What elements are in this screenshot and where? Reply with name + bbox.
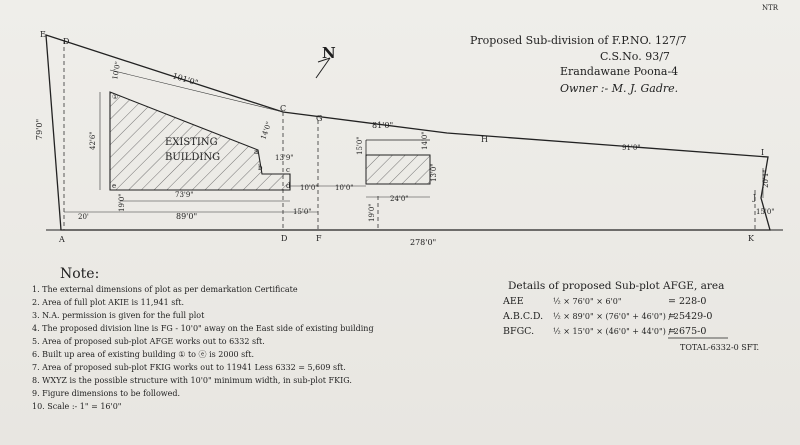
dim-top-b: 101'0" [171, 71, 199, 87]
marker-c: c [286, 166, 290, 174]
dim-plot-w: 24'0" [390, 195, 409, 203]
notes-title: Note: [60, 266, 99, 282]
building-label-1: EXISTING [165, 137, 218, 148]
title-line1: Proposed Sub-division of F.P.NO. 127/7 [470, 34, 687, 47]
note-item: 2. Area of full plot AKIE is 11,941 sft. [32, 298, 184, 307]
details-row-value: = 5429-0 [668, 311, 712, 322]
point-H: H [481, 135, 488, 144]
dim-plot-v: 19'0" [368, 203, 376, 222]
dim-19: 19'0" [118, 193, 126, 212]
marker-1: ① [112, 93, 118, 101]
dim-plot-h3: 13'0" [430, 163, 438, 182]
note-item: 3. N.A. permission is given for the full… [32, 311, 205, 320]
notes-list: 1. The external dimensions of plot as pe… [32, 285, 374, 411]
point-D-bottom: D [281, 234, 287, 243]
point-E: E [40, 30, 46, 39]
existing-building [109, 91, 291, 191]
details-total: TOTAL-6332-0 SFT. [680, 343, 759, 352]
note-item: 6. Built up area of existing building ① … [32, 350, 254, 359]
dim-bldg-bottom: 73'9" [175, 191, 194, 199]
dim-bldg-side: 14'0" [259, 121, 273, 141]
point-I: I [761, 148, 764, 157]
dim-plot-h1: 15'0" [356, 136, 364, 155]
dimension-lines [64, 69, 764, 213]
note-item: 9. Figure dimensions to be followed. [32, 389, 180, 398]
details-row-formula: ½ × 76'0" × 6'0" [553, 297, 622, 306]
dim-right-v: 20'1" [762, 169, 770, 188]
point-J: J [752, 193, 756, 202]
north-label: N [322, 44, 336, 62]
marker-b: b [258, 164, 263, 172]
dashed-guides [63, 40, 756, 230]
marker-e: e [112, 182, 116, 190]
details-row-formula: ½ × 15'0" × (46'0" + 44'0") / 2 [553, 327, 679, 336]
dim-top-right-a: 81'0" [372, 121, 393, 130]
marker-a: a [254, 148, 258, 156]
point-C: C [280, 104, 286, 113]
details-row-value: = 228-0 [668, 296, 706, 307]
dim-left-edge: 79'0" [35, 119, 44, 140]
point-K: K [748, 234, 755, 243]
marker-d: d [286, 182, 291, 190]
note-item: 4. The proposed division line is FG - 10… [32, 324, 374, 333]
point-F: F [316, 234, 322, 243]
note-item: 10. Scale :- 1" = 16'0" [32, 402, 121, 411]
small-structure [365, 154, 431, 185]
details-row-label: A.B.C.D. [502, 311, 543, 322]
note-item: 7. Area of proposed sub-plot FKIG works … [32, 363, 346, 372]
dim-89: 89'0" [176, 212, 197, 221]
dim-20: 20' [78, 213, 89, 221]
dim-top-a: 10'0" [111, 61, 122, 81]
dim-total: 278'0" [410, 238, 436, 247]
dim-bldg-step: 13'9" [275, 154, 294, 162]
details-row-label: BFGC. [503, 326, 534, 337]
details-row-value: = 675-0 [668, 326, 706, 337]
note-item: 1. The external dimensions of plot as pe… [32, 285, 298, 294]
note-item: 5. Area of proposed sub-plot AFGE works … [32, 337, 265, 346]
details-row-label: AEE [502, 296, 524, 307]
details-row-formula: ½ × 89'0" × (76'0" + 46'0") / 2 [553, 312, 679, 321]
dim-right-d: 15'0" [756, 208, 775, 216]
north-arrow: N [315, 44, 336, 79]
dim-bldg-height: 42'6" [89, 131, 97, 150]
title-line4: Owner :- M. J. Gadre. [560, 82, 678, 95]
details-title: Details of proposed Sub-plot AFGE, area [508, 280, 724, 292]
point-A: A [58, 235, 65, 244]
point-G: G [316, 114, 322, 123]
title-line2: C.S.No. 93/7 [600, 50, 670, 63]
corner-mark: NTR [762, 4, 779, 12]
dim-gap-10: 10'0" [300, 184, 319, 192]
dim-top-right-b: 91'0" [622, 144, 641, 152]
dim-gap-10b: 10'0" [335, 184, 354, 192]
note-item: 8. WXYZ is the possible structure with 1… [32, 376, 352, 385]
title-line3: Erandawane Poona-4 [560, 65, 678, 78]
dim-plot-h2: 14'0" [421, 131, 429, 150]
building-label-2: BUILDING [165, 152, 220, 163]
point-D-top: D [63, 37, 69, 46]
dim-15: 15'0" [293, 208, 312, 216]
